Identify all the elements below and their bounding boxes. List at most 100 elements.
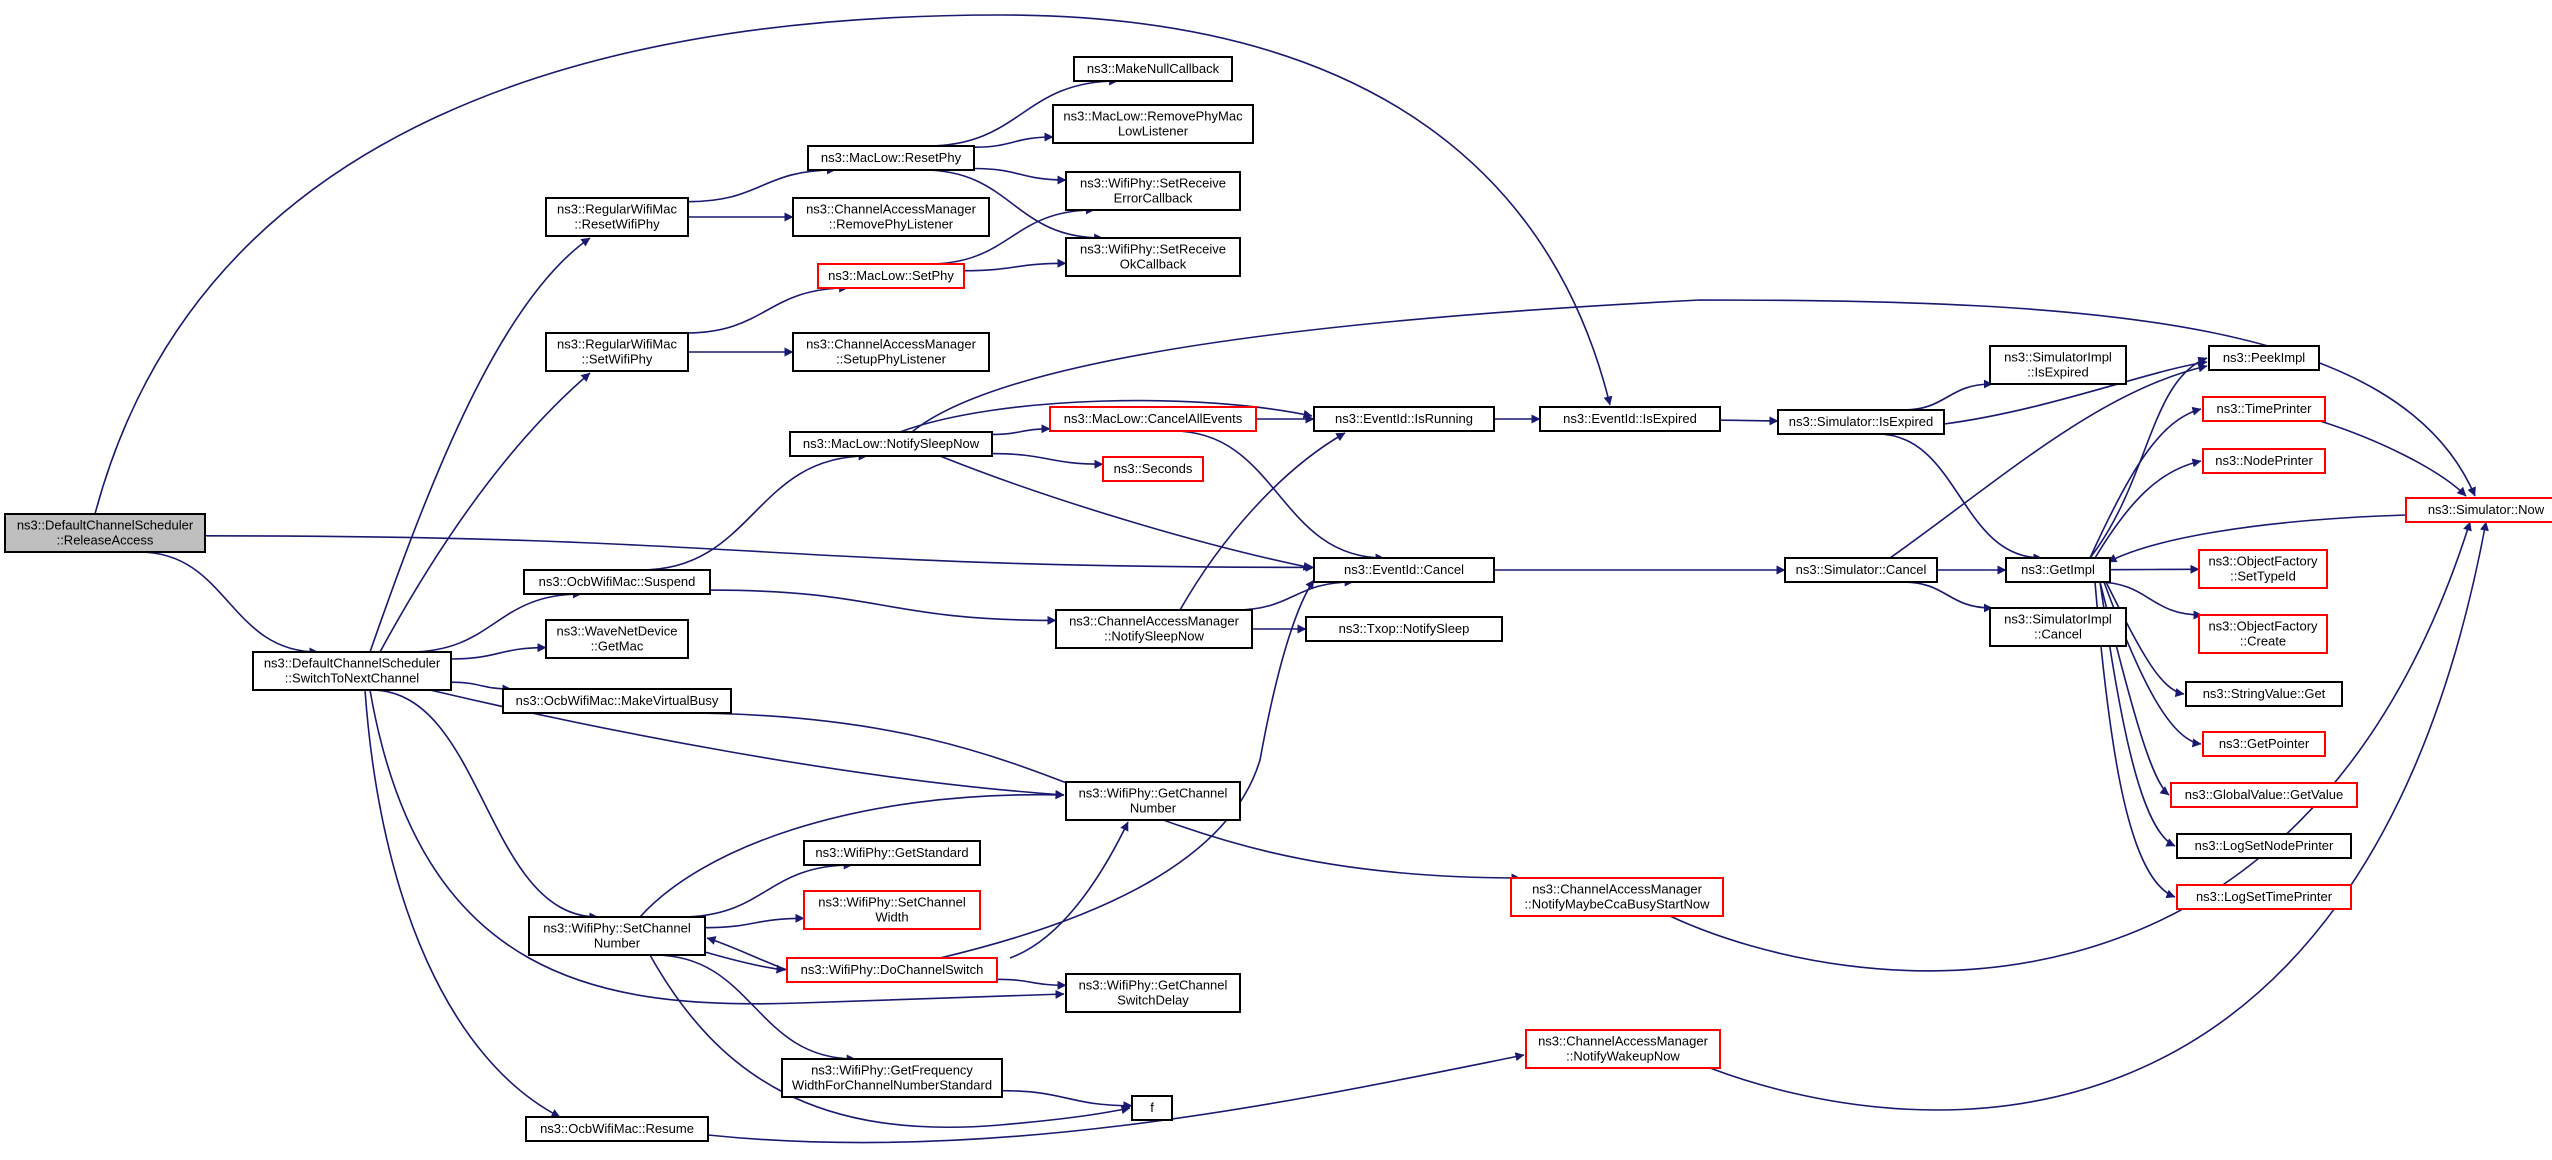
node-box[interactable] <box>2185 681 2343 707</box>
node-box[interactable] <box>1065 973 1241 1013</box>
node-box[interactable] <box>1989 607 2127 647</box>
node-box[interactable] <box>1065 781 1241 821</box>
node-box[interactable] <box>1313 406 1495 432</box>
node-box[interactable] <box>2198 549 2328 589</box>
node-box[interactable] <box>803 890 981 930</box>
node-f[interactable]: f <box>1131 1095 1173 1121</box>
node-of-settypeid[interactable]: ns3::ObjectFactory::SetTypeId <box>2198 549 2328 589</box>
node-eventid-cancel[interactable]: ns3::EventId::Cancel <box>1313 557 1495 583</box>
node-getimpl[interactable]: ns3::GetImpl <box>2005 557 2111 583</box>
node-box[interactable] <box>789 431 993 457</box>
node-box[interactable] <box>1065 237 1241 277</box>
node-box[interactable] <box>1989 345 2127 385</box>
node-ocb-resume[interactable]: ns3::OcbWifiMac::Resume <box>525 1116 709 1142</box>
node-maclow-notifysleep[interactable]: ns3::MacLow::NotifySleepNow <box>789 431 993 457</box>
node-sim-now[interactable]: ns3::Simulator::Now <box>2405 497 2552 523</box>
node-box[interactable] <box>1784 557 1938 583</box>
node-box[interactable] <box>1131 1095 1173 1121</box>
node-cam-notifysleep[interactable]: ns3::ChannelAccessManager::NotifySleepNo… <box>1055 609 1253 649</box>
node-box[interactable] <box>1049 406 1257 432</box>
node-phy-getfreqwidth[interactable]: ns3::WifiPhy::GetFrequencyWidthForChanne… <box>781 1058 1003 1098</box>
node-stringvalue-get[interactable]: ns3::StringValue::Get <box>2185 681 2343 707</box>
node-ocb-suspend[interactable]: ns3::OcbWifiMac::Suspend <box>523 569 711 595</box>
node-switch-next[interactable]: ns3::DefaultChannelScheduler::SwitchToNe… <box>252 651 452 691</box>
node-box[interactable] <box>2202 448 2326 474</box>
node-txop-notifysleep[interactable]: ns3::Txop::NotifySleep <box>1305 616 1503 642</box>
node-of-create[interactable]: ns3::ObjectFactory::Create <box>2198 614 2328 654</box>
node-box[interactable] <box>2170 782 2358 808</box>
node-release-access[interactable]: ns3::DefaultChannelScheduler::ReleaseAcc… <box>4 513 206 553</box>
node-box[interactable] <box>803 840 981 866</box>
node-sim-isexpired[interactable]: ns3::Simulator::IsExpired <box>1777 409 1945 435</box>
node-maclow-cancelall[interactable]: ns3::MacLow::CancelAllEvents <box>1049 406 1257 432</box>
node-box[interactable] <box>2405 497 2552 523</box>
node-box[interactable] <box>1539 406 1721 432</box>
node-box[interactable] <box>2208 345 2320 371</box>
node-box[interactable] <box>781 1058 1003 1098</box>
node-make-null-cb[interactable]: ns3::MakeNullCallback <box>1073 56 1233 82</box>
node-box[interactable] <box>2202 396 2326 422</box>
node-box[interactable] <box>786 957 998 983</box>
node-wave-getmac[interactable]: ns3::WaveNetDevice::GetMac <box>545 619 689 659</box>
node-cam-ccabusy[interactable]: ns3::ChannelAccessManager::NotifyMaybeCc… <box>1510 877 1724 917</box>
node-box[interactable] <box>807 145 975 171</box>
node-box[interactable] <box>792 332 990 372</box>
node-globalvalue-getvalue[interactable]: ns3::GlobalValue::GetValue <box>2170 782 2358 808</box>
node-sim-cancel[interactable]: ns3::Simulator::Cancel <box>1784 557 1938 583</box>
node-cam-removephy[interactable]: ns3::ChannelAccessManager::RemovePhyList… <box>792 197 990 237</box>
node-box[interactable] <box>1065 171 1241 211</box>
node-box[interactable] <box>1305 616 1503 642</box>
node-box[interactable] <box>525 1116 709 1142</box>
node-box[interactable] <box>1313 557 1495 583</box>
node-box[interactable] <box>1052 104 1254 144</box>
node-set-wifiphy[interactable]: ns3::RegularWifiMac::SetWifiPhy <box>545 332 689 372</box>
node-box[interactable] <box>252 651 452 691</box>
node-box[interactable] <box>2198 614 2328 654</box>
node-box[interactable] <box>1102 456 1204 482</box>
node-simimpl-cancel[interactable]: ns3::SimulatorImpl::Cancel <box>1989 607 2127 647</box>
node-maclow-resetphy[interactable]: ns3::MacLow::ResetPhy <box>807 145 975 171</box>
node-logsetnodeprinter[interactable]: ns3::LogSetNodePrinter <box>2176 833 2352 859</box>
node-box[interactable] <box>792 197 990 237</box>
node-simimpl-isexpired[interactable]: ns3::SimulatorImpl::IsExpired <box>1989 345 2127 385</box>
node-box[interactable] <box>2176 884 2352 910</box>
node-box[interactable] <box>2202 731 2326 757</box>
node-box[interactable] <box>1525 1029 1721 1069</box>
node-timeprinter[interactable]: ns3::TimePrinter <box>2202 396 2326 422</box>
node-box[interactable] <box>817 263 965 289</box>
node-box[interactable] <box>2005 557 2111 583</box>
node-eventid-isexpired[interactable]: ns3::EventId::IsExpired <box>1539 406 1721 432</box>
node-box[interactable] <box>502 688 732 714</box>
node-logsettimeprinter[interactable]: ns3::LogSetTimePrinter <box>2176 884 2352 910</box>
node-nodeprinter[interactable]: ns3::NodePrinter <box>2202 448 2326 474</box>
node-box[interactable] <box>1777 409 1945 435</box>
node-phy-dochannelswitch[interactable]: ns3::WifiPhy::DoChannelSwitch <box>786 957 998 983</box>
node-maclow-setphy[interactable]: ns3::MacLow::SetPhy <box>817 263 965 289</box>
node-cam-wakeup[interactable]: ns3::ChannelAccessManager::NotifyWakeupN… <box>1525 1029 1721 1069</box>
node-box[interactable] <box>1055 609 1253 649</box>
node-cam-setupphy[interactable]: ns3::ChannelAccessManager::SetupPhyListe… <box>792 332 990 372</box>
node-getpointer[interactable]: ns3::GetPointer <box>2202 731 2326 757</box>
node-box[interactable] <box>545 197 689 237</box>
node-phy-getstandard[interactable]: ns3::WifiPhy::GetStandard <box>803 840 981 866</box>
node-box[interactable] <box>1073 56 1233 82</box>
node-seconds[interactable]: ns3::Seconds <box>1102 456 1204 482</box>
node-peekimpl[interactable]: ns3::PeekImpl <box>2208 345 2320 371</box>
node-box[interactable] <box>528 916 706 956</box>
node-box[interactable] <box>545 332 689 372</box>
node-ocb-virtualbusy[interactable]: ns3::OcbWifiMac::MakeVirtualBusy <box>502 688 732 714</box>
node-box[interactable] <box>2176 833 2352 859</box>
node-box[interactable] <box>545 619 689 659</box>
node-reset-wifiphy[interactable]: ns3::RegularWifiMac::ResetWifiPhy <box>545 197 689 237</box>
node-box[interactable] <box>523 569 711 595</box>
node-box[interactable] <box>4 513 206 553</box>
node-box[interactable] <box>1510 877 1724 917</box>
node-eventid-isrunning[interactable]: ns3::EventId::IsRunning <box>1313 406 1495 432</box>
